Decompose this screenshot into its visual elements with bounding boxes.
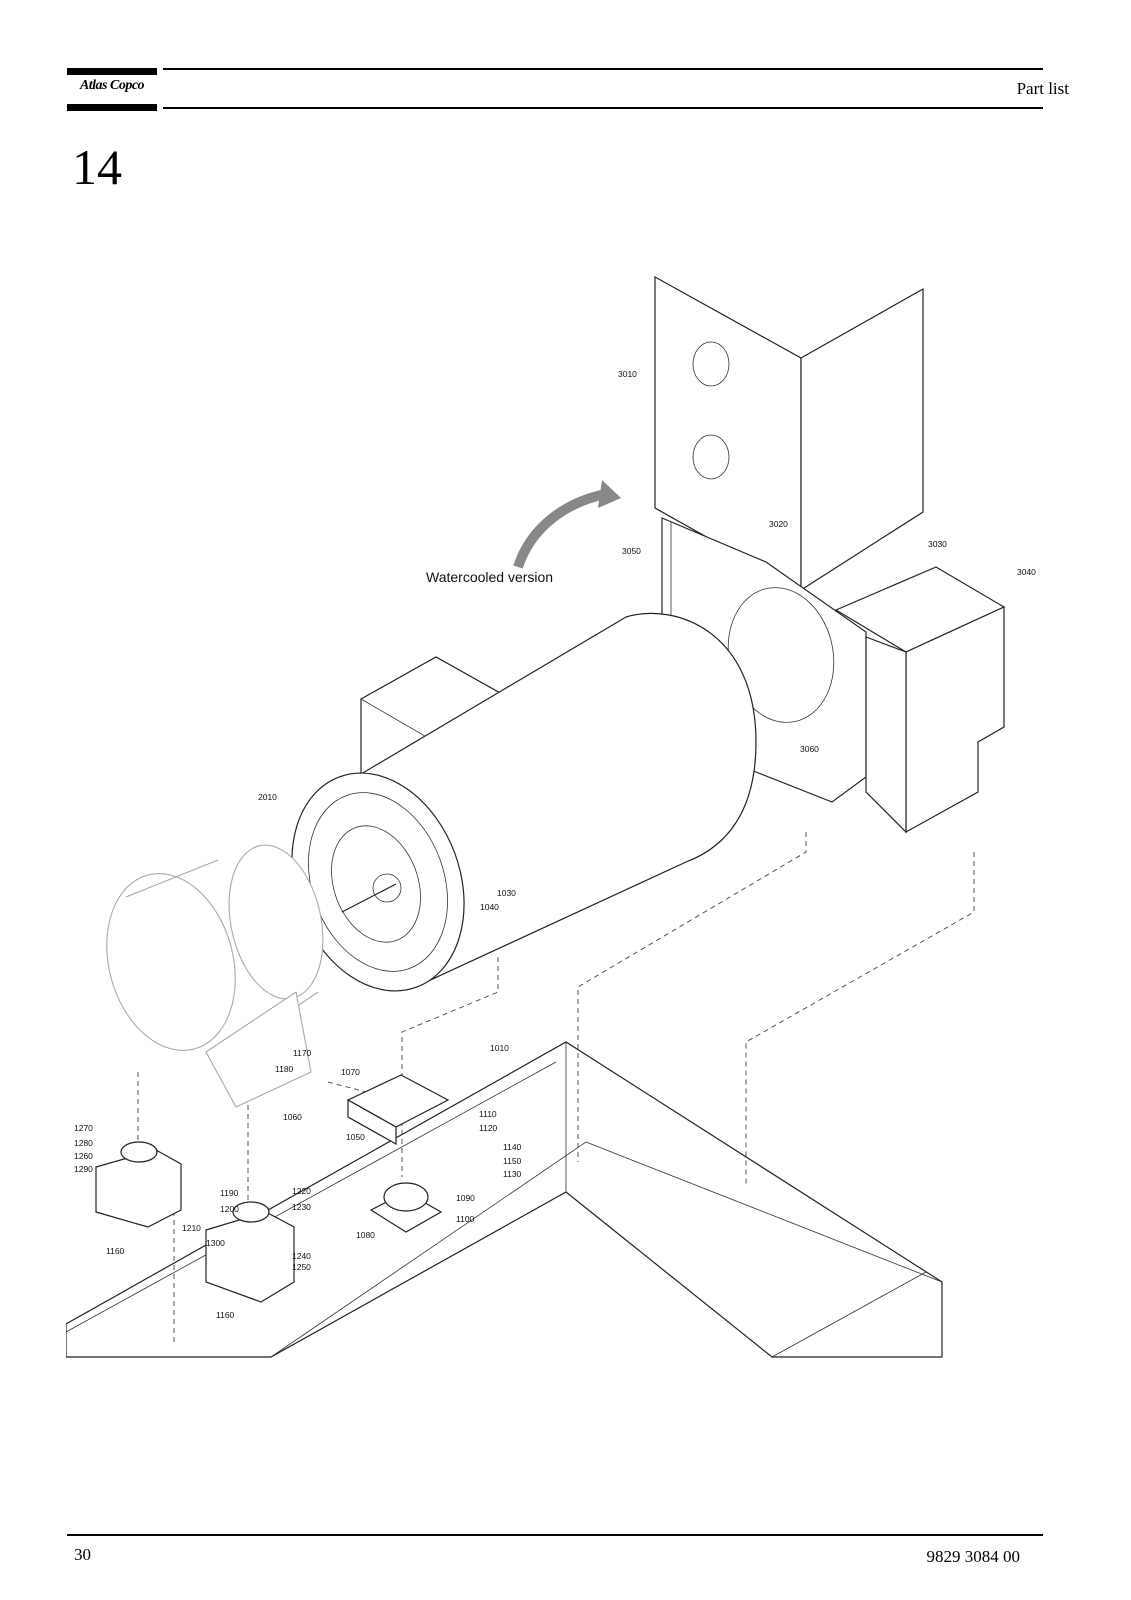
callout-1150: 1150 (503, 1156, 522, 1166)
callout-1200: 1200 (220, 1204, 239, 1214)
header-rule-top (163, 68, 1043, 70)
logo-text: Atlas Copco (79, 78, 145, 93)
callout-3010: 3010 (618, 369, 637, 379)
section-number: 14 (72, 139, 122, 195)
callout-1230: 1230 (292, 1202, 311, 1212)
callout-1220: 1220 (292, 1186, 311, 1196)
callout-1170: 1170 (293, 1048, 312, 1058)
logo-bar-top (67, 68, 157, 75)
callout-3040: 3040 (1017, 567, 1036, 577)
logo-bar-bottom (67, 104, 157, 111)
callout-1290: 1290 (74, 1164, 93, 1174)
callout-1190: 1190 (220, 1188, 239, 1198)
bracket-1160-right-drawing (205, 1201, 295, 1303)
adapter-housing-drawing (106, 844, 324, 1108)
callout-1250: 1250 (292, 1262, 311, 1272)
callout-1040: 1040 (480, 902, 499, 912)
callout-1270: 1270 (74, 1123, 93, 1133)
assembly-leader-lines (137, 832, 975, 1342)
callout-1070: 1070 (341, 1067, 360, 1077)
watercooled-arrow (513, 480, 621, 569)
box-3030-drawing (834, 566, 1006, 834)
callout-1080: 1080 (356, 1230, 375, 1240)
callout-3020: 3020 (769, 519, 788, 529)
callout-3060: 3060 (800, 744, 819, 754)
callout-1300: 1300 (206, 1238, 225, 1248)
callout-1160-left: 1160 (106, 1246, 125, 1256)
callout-1100: 1100 (456, 1214, 475, 1224)
bracket-1160-left-drawing (95, 1141, 182, 1228)
base-frame-drawing (65, 1041, 943, 1358)
callout-1010: 1010 (490, 1043, 509, 1053)
callout-1210: 1210 (182, 1223, 201, 1233)
watercooled-version-label: Watercooled version (426, 569, 553, 585)
generator-2010-drawing (291, 612, 757, 992)
callout-2010: 2010 (258, 792, 277, 802)
callout-1260: 1260 (74, 1151, 93, 1161)
callout-1280: 1280 (74, 1138, 93, 1148)
header-rule-bottom (163, 107, 1043, 109)
mount-1080-drawing (369, 1182, 443, 1233)
callout-1130: 1130 (503, 1169, 522, 1179)
callout-1060: 1060 (283, 1112, 302, 1122)
callout-1180: 1180 (275, 1064, 294, 1074)
callout-1120: 1120 (479, 1123, 498, 1133)
callout-1030: 1030 (497, 888, 516, 898)
callout-1050: 1050 (346, 1132, 365, 1142)
callout-1160-right: 1160 (216, 1310, 235, 1320)
callout-1090: 1090 (456, 1193, 475, 1203)
callout-3050: 3050 (622, 546, 641, 556)
header-title: Part list (1016, 79, 1069, 98)
callout-1240: 1240 (292, 1251, 311, 1261)
callout-1110: 1110 (479, 1109, 497, 1119)
callout-1140: 1140 (503, 1142, 522, 1152)
exploded-parts-drawing: Watercooled version 3010 3020 3050 3030 … (65, 272, 1066, 1392)
bracket-1050-drawing (346, 1074, 450, 1146)
document-number: 9829 3084 00 (926, 1547, 1021, 1566)
callout-3030: 3030 (928, 539, 947, 549)
page-number: 30 (74, 1545, 91, 1564)
atlas-copco-logo: Atlas Copco (67, 68, 157, 112)
footer-rule (67, 1534, 1043, 1536)
